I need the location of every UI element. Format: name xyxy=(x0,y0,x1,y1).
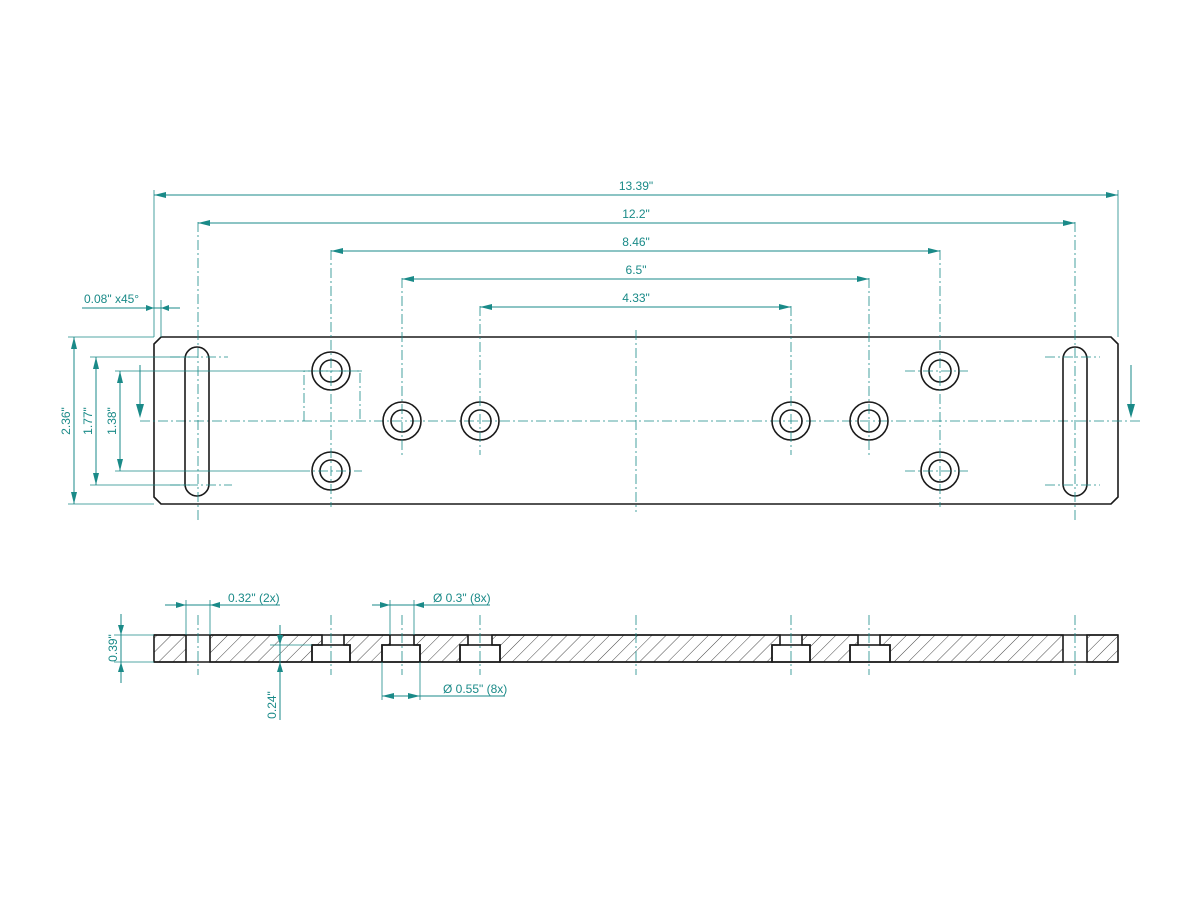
dim-outer-hole-spacing-label: 8.46" xyxy=(622,235,650,249)
dim-through-hole: Ø 0.3" (8x) xyxy=(372,591,491,635)
dim-inner-hole-spacing: 4.33" xyxy=(480,291,791,310)
dim-hole-row-spacing: 1.38" xyxy=(105,371,123,471)
dim-counterbore: Ø 0.55" (8x) xyxy=(381,662,507,700)
dim-chamfer-label: 0.08" x45° xyxy=(84,292,139,306)
dim-counterbore-depth-label: 0.24" xyxy=(265,691,279,719)
section-view: 0.32" (2x) Ø 0.3" (8x) Ø 0.55" (8x) xyxy=(106,591,1119,720)
dim-chamfer: 0.08" x45° xyxy=(82,292,180,337)
dim-mid-hole-spacing: 6.5" xyxy=(402,263,869,282)
dim-overall-width-label: 2.36" xyxy=(59,407,73,435)
top-view: 13.39" 12.2" 8.46" 6.5" 4.33" xyxy=(59,179,1140,520)
section-line-marker-right xyxy=(1127,365,1135,418)
section-line-marker-left xyxy=(136,365,144,418)
dim-slot-spacing-label: 12.2" xyxy=(622,207,650,221)
dim-overall-length: 13.39" xyxy=(154,179,1118,198)
dim-thickness: 0.39" xyxy=(106,614,154,683)
dim-overall-width: 2.36" xyxy=(59,337,77,504)
section-path-step xyxy=(303,370,361,421)
dim-slot-width-label: 0.32" (2x) xyxy=(228,591,280,605)
left-slot xyxy=(184,346,210,497)
dim-hole-row-spacing-label: 1.38" xyxy=(105,407,119,435)
dim-outer-hole-spacing: 8.46" xyxy=(331,235,940,254)
dim-counterbore-label: Ø 0.55" (8x) xyxy=(443,682,507,696)
dim-slot-length: 1.77" xyxy=(81,357,99,485)
dim-inner-hole-spacing-label: 4.33" xyxy=(622,291,650,305)
dim-slot-width: 0.32" (2x) xyxy=(165,591,280,635)
dim-counterbore-depth: 0.24" xyxy=(265,625,312,720)
dim-mid-hole-spacing-label: 6.5" xyxy=(626,263,647,277)
plate-outline xyxy=(153,336,1119,505)
dim-slot-length-label: 1.77" xyxy=(81,407,95,435)
dim-overall-length-label: 13.39" xyxy=(619,179,653,193)
dim-through-hole-label: Ø 0.3" (8x) xyxy=(433,591,491,605)
dim-thickness-label: 0.39" xyxy=(106,634,120,662)
dim-slot-spacing: 12.2" xyxy=(198,207,1075,226)
counterbore-steps xyxy=(311,644,891,663)
